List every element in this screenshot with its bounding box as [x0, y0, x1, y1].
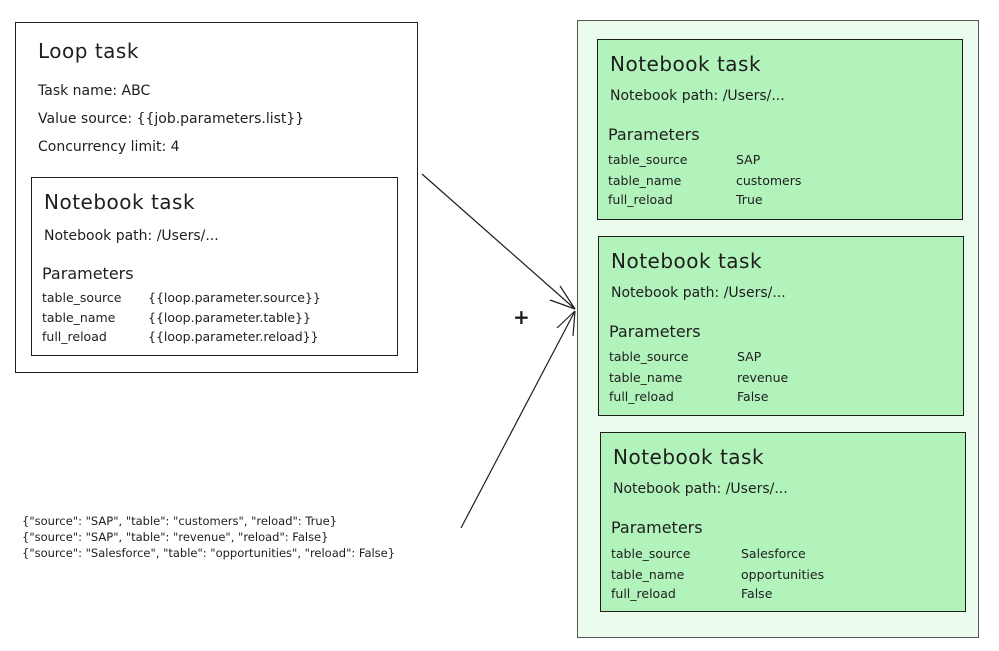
- notebook-task-title: Notebook task: [613, 445, 765, 469]
- param-value: revenue: [737, 370, 789, 385]
- param-value: opportunities: [741, 567, 825, 582]
- loop-task-title: Loop task: [38, 39, 139, 63]
- parameters-heading: Parameters: [609, 322, 701, 341]
- notebook-path: Notebook path: /Users/...: [613, 481, 788, 497]
- notebook-task-title: Notebook task: [44, 190, 196, 214]
- param-value: customers: [736, 173, 802, 188]
- param-key: table_source: [608, 152, 688, 167]
- param-key: full_reload: [42, 329, 107, 344]
- parameters-heading: Parameters: [42, 264, 134, 283]
- param-value: SAP: [736, 152, 761, 167]
- iteration-card: Notebook task Notebook path: /Users/... …: [600, 432, 966, 612]
- param-key: table_name: [609, 370, 683, 385]
- arrow-from-loop-task: [421, 173, 576, 310]
- arrow-from-input-values: [460, 310, 576, 529]
- input-value-line: {"source": "SAP", "table": "customers", …: [22, 514, 338, 528]
- notebook-task-template: Notebook task Notebook path: /Users/... …: [31, 177, 398, 356]
- plus-sign: +: [513, 305, 530, 329]
- param-key: table_source: [609, 349, 689, 364]
- param-value: False: [741, 586, 773, 601]
- iteration-card: Notebook task Notebook path: /Users/... …: [597, 39, 963, 220]
- param-value: {{loop.parameter.source}}: [148, 290, 321, 305]
- input-value-line: {"source": "Salesforce", "table": "oppor…: [22, 546, 396, 560]
- param-key: table_source: [611, 546, 691, 561]
- iteration-card: Notebook task Notebook path: /Users/... …: [598, 236, 964, 416]
- param-key: table_name: [611, 567, 685, 582]
- parameters-heading: Parameters: [608, 125, 700, 144]
- concurrency-limit: Concurrency limit: 4: [38, 139, 180, 155]
- param-value: {{loop.parameter.reload}}: [148, 329, 319, 344]
- param-key: table_name: [42, 310, 116, 325]
- param-key: full_reload: [611, 586, 676, 601]
- param-key: full_reload: [608, 192, 673, 207]
- param-key: table_name: [608, 173, 682, 188]
- param-value: True: [736, 192, 763, 207]
- notebook-path: Notebook path: /Users/...: [44, 228, 219, 244]
- param-value: False: [737, 389, 769, 404]
- param-value: {{loop.parameter.table}}: [148, 310, 311, 325]
- param-key: table_source: [42, 290, 122, 305]
- notebook-task-title: Notebook task: [611, 249, 763, 273]
- task-name: Task name: ABC: [38, 83, 151, 99]
- parameters-heading: Parameters: [611, 518, 703, 537]
- param-value: Salesforce: [741, 546, 806, 561]
- param-value: SAP: [737, 349, 762, 364]
- value-source: Value source: {{job.parameters.list}}: [38, 111, 305, 127]
- notebook-path: Notebook path: /Users/...: [610, 88, 785, 104]
- input-value-line: {"source": "SAP", "table": "revenue", "r…: [22, 530, 329, 544]
- notebook-path: Notebook path: /Users/...: [611, 285, 786, 301]
- param-key: full_reload: [609, 389, 674, 404]
- notebook-task-title: Notebook task: [610, 52, 762, 76]
